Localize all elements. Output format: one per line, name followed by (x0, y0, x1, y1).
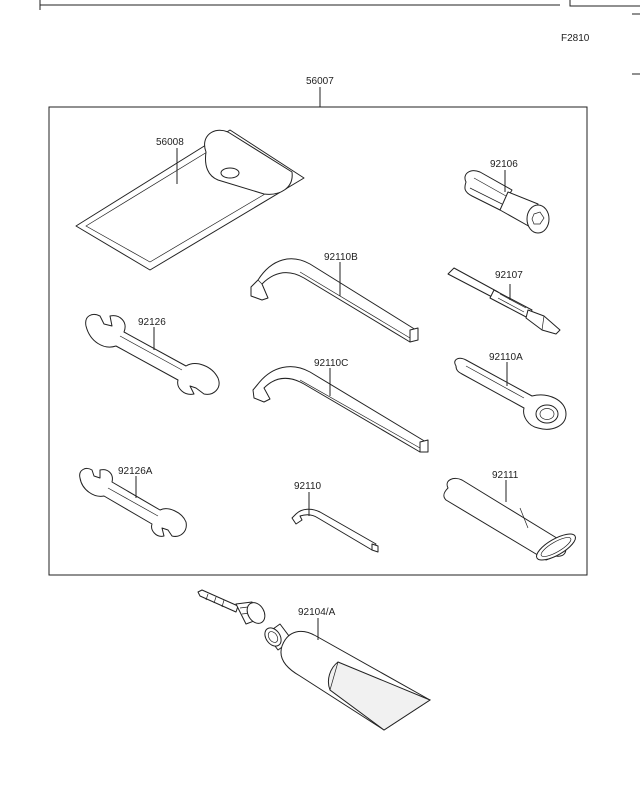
label-grease-tube: 92104/A (298, 607, 336, 618)
box-wrench[interactable] (454, 357, 567, 430)
label-kit: 56007 (306, 76, 334, 87)
label-box-wrench: 92110A (489, 352, 523, 363)
driver-handle[interactable] (464, 170, 550, 234)
label-driver-handle: 92106 (490, 159, 518, 170)
hex-wrench-b[interactable] (250, 258, 419, 343)
label-open-wrench-a: 92126A (118, 466, 153, 477)
small-hex-wrench[interactable] (291, 492, 379, 553)
open-end-wrench[interactable] (85, 313, 220, 395)
kit-frame (48, 87, 588, 576)
tool-pouch[interactable] (75, 129, 305, 271)
label-extension: 92111 (492, 470, 519, 481)
small-open-wrench[interactable] (79, 467, 187, 537)
figure-code: F2810 (561, 33, 590, 44)
label-hex-wrench: 92110 (294, 481, 322, 492)
label-screwdriver-bit: 92107 (495, 270, 523, 281)
screwdriver-bit[interactable] (447, 267, 561, 335)
label-hex-wrench-c: 92110C (314, 358, 348, 369)
grease-tube[interactable] (197, 589, 432, 731)
label-open-wrench: 92126 (138, 317, 166, 328)
label-pouch: 56008 (156, 137, 184, 148)
extension-tube[interactable] (443, 477, 579, 564)
label-hex-wrench-b: 92110B (324, 252, 358, 263)
page-border-marks (39, 0, 640, 75)
hex-wrench-c[interactable] (252, 366, 429, 453)
